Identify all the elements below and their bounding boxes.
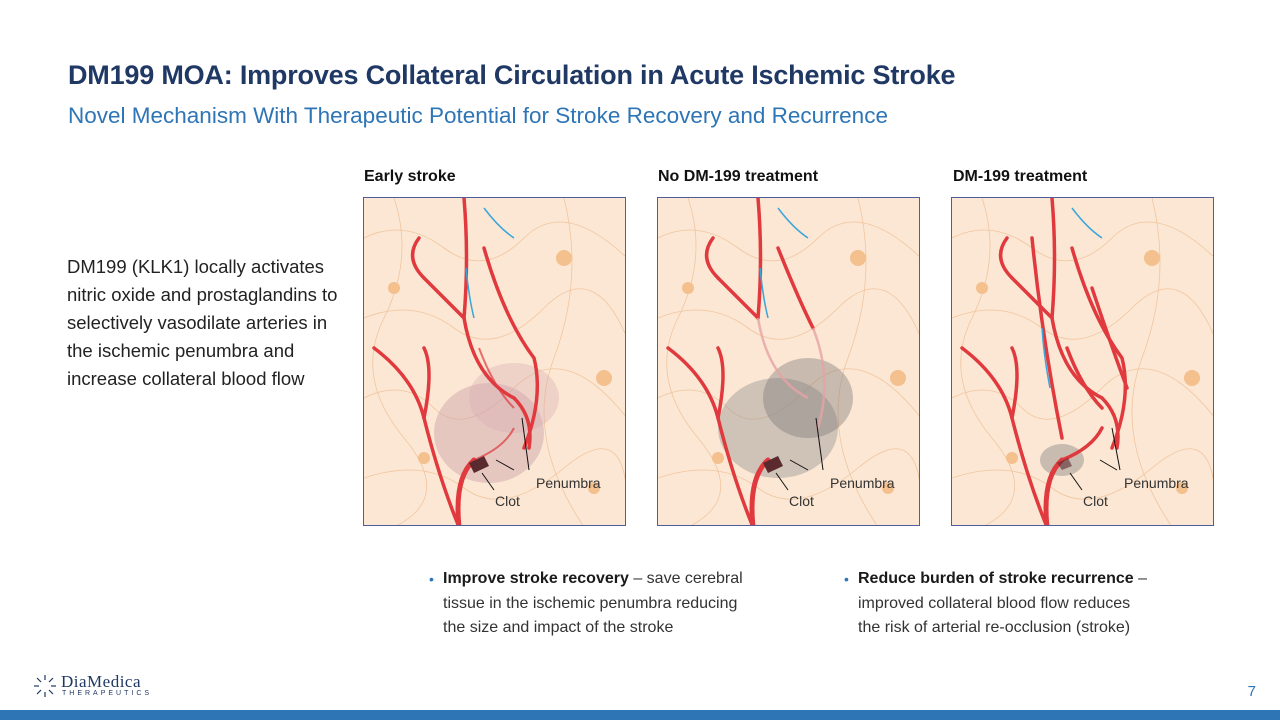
panel-treatment: Penumbra Clot — [951, 197, 1214, 526]
company-logo: DiaMedica THERAPEUTICS — [33, 672, 153, 700]
bullet-reduce-recurrence: • Reduce burden of stroke recurrence – i… — [844, 567, 1218, 641]
page-number: 7 — [1247, 683, 1256, 700]
no-treatment-illustration: Penumbra Clot — [658, 198, 919, 525]
treatment-illustration: Penumbra Clot — [952, 198, 1213, 525]
bullet-text: tissue in the ischemic penumbra reducing — [443, 594, 738, 612]
bullet-text: the risk of arterial re-occlusion (strok… — [858, 619, 1131, 636]
mechanism-description: DM199 (KLK1) locally activates nitric ox… — [67, 256, 338, 389]
bullet-text: the size and impact of the stroke — [443, 619, 674, 636]
panel-label-no-treatment: No DM-199 treatment — [658, 168, 819, 185]
bullet-heading: Improve stroke recovery — [443, 570, 629, 587]
slide-title: DM199 MOA: Improves Collateral Circulati… — [68, 60, 956, 90]
bullet-text: improved collateral blood flow reduces — [858, 594, 1131, 612]
bullet-heading: Reduce burden of stroke recurrence — [858, 570, 1134, 587]
logo-subtitle: THERAPEUTICS — [62, 690, 153, 697]
bullet-dot: • — [844, 571, 849, 587]
slide-subtitle: Novel Mechanism With Therapeutic Potenti… — [68, 103, 888, 128]
early-stroke-illustration: Penumbra Clot — [364, 198, 625, 525]
bullet-improve-recovery: • Improve stroke recovery – save cerebra… — [429, 567, 803, 641]
bullet-text: – save cerebral — [628, 570, 743, 587]
bullet-text: – — [1133, 570, 1147, 587]
bottom-accent-bar — [0, 710, 1280, 720]
panel-no-treatment: Penumbra Clot — [657, 197, 920, 526]
penumbra-label: Penumbra — [1124, 475, 1189, 491]
clot-label: Clot — [495, 493, 520, 509]
bullet-dot: • — [429, 571, 434, 587]
logo-name: DiaMedica — [61, 672, 142, 691]
panel-early-stroke: Penumbra Clot — [363, 197, 626, 526]
panel-label-treatment: DM-199 treatment — [953, 168, 1088, 185]
clot-label: Clot — [1083, 493, 1108, 509]
penumbra-label: Penumbra — [536, 475, 601, 491]
penumbra-label: Penumbra — [830, 475, 895, 491]
panel-label-early-stroke: Early stroke — [364, 168, 456, 185]
sunburst-logo-icon — [34, 675, 56, 697]
clot-label: Clot — [789, 493, 814, 509]
